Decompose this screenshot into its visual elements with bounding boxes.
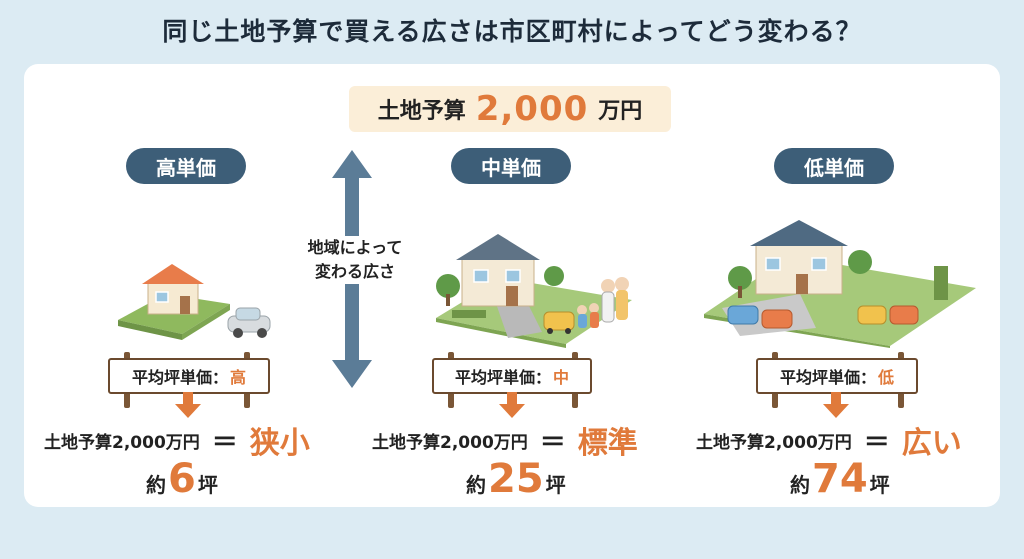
heading-mid: 中単価	[451, 148, 571, 184]
down-arrow-icon	[175, 392, 201, 418]
standard-house-illustration	[436, 234, 632, 348]
equals-sign: ＝	[539, 427, 566, 458]
area-value: 74	[812, 456, 868, 502]
area-value: 25	[488, 456, 544, 502]
sign-price-mid: 平均坪単価：中	[432, 358, 592, 394]
area-prefix: 約	[146, 473, 166, 497]
sign-price-high: 平均坪単価：高	[108, 358, 270, 394]
area-prefix: 約	[466, 473, 486, 497]
sign-prefix: 平均坪単価：	[131, 368, 228, 387]
budget-unit: 万円	[598, 99, 643, 124]
arrow-label-line1: 地域によって	[307, 238, 403, 257]
result-label: 標準	[577, 426, 638, 461]
down-arrow-icon	[823, 392, 849, 418]
area-high: 約 6 坪	[146, 456, 218, 502]
area-value: 6	[168, 456, 196, 502]
equation-low: 土地予算2,000万円 ＝ 広い	[696, 420, 962, 461]
equals-sign: ＝	[863, 427, 890, 458]
sign-level: 中	[553, 368, 570, 387]
budget-amount: 2,000	[475, 89, 589, 129]
equation-mid: 土地予算2,000万円 ＝ 標準	[372, 420, 638, 461]
heading-low: 低単価	[774, 148, 894, 184]
page-title: 同じ土地予算で買える広さは市区町村によってどう変わる？	[162, 17, 862, 46]
sign-prefix: 平均坪単価：	[779, 368, 876, 387]
area-unit: 坪	[869, 473, 890, 497]
equation-left: 土地予算2,000万円	[696, 432, 852, 453]
area-prefix: 約	[790, 473, 810, 497]
heading-high: 高単価	[126, 148, 246, 184]
large-lot-illustration	[704, 220, 976, 348]
equation-high: 土地予算2,000万円 ＝ 狭小	[44, 420, 310, 461]
area-unit: 坪	[545, 473, 566, 497]
sign-level: 高	[230, 368, 247, 387]
sign-prefix: 平均坪単価：	[454, 368, 551, 387]
arrow-label: 地域によって 変わる広さ	[290, 236, 420, 284]
sign-level: 低	[878, 368, 895, 387]
result-label: 狭小	[249, 426, 310, 461]
sign-price-low: 平均坪単価：低	[756, 358, 918, 394]
arrow-label-line2: 変わる広さ	[314, 262, 395, 281]
budget-label: 土地予算	[377, 99, 466, 124]
area-unit: 坪	[197, 473, 218, 497]
equation-left: 土地予算2,000万円	[372, 432, 528, 453]
area-low: 約 74 坪	[790, 456, 890, 502]
budget-box: 土地予算 2,000 万円	[349, 86, 671, 132]
down-arrow-icon	[499, 392, 525, 418]
equals-sign: ＝	[211, 427, 238, 458]
area-mid: 約 25 坪	[466, 456, 566, 502]
equation-left: 土地予算2,000万円	[44, 432, 200, 453]
small-house-illustration	[118, 264, 271, 340]
result-label: 広い	[901, 426, 962, 461]
